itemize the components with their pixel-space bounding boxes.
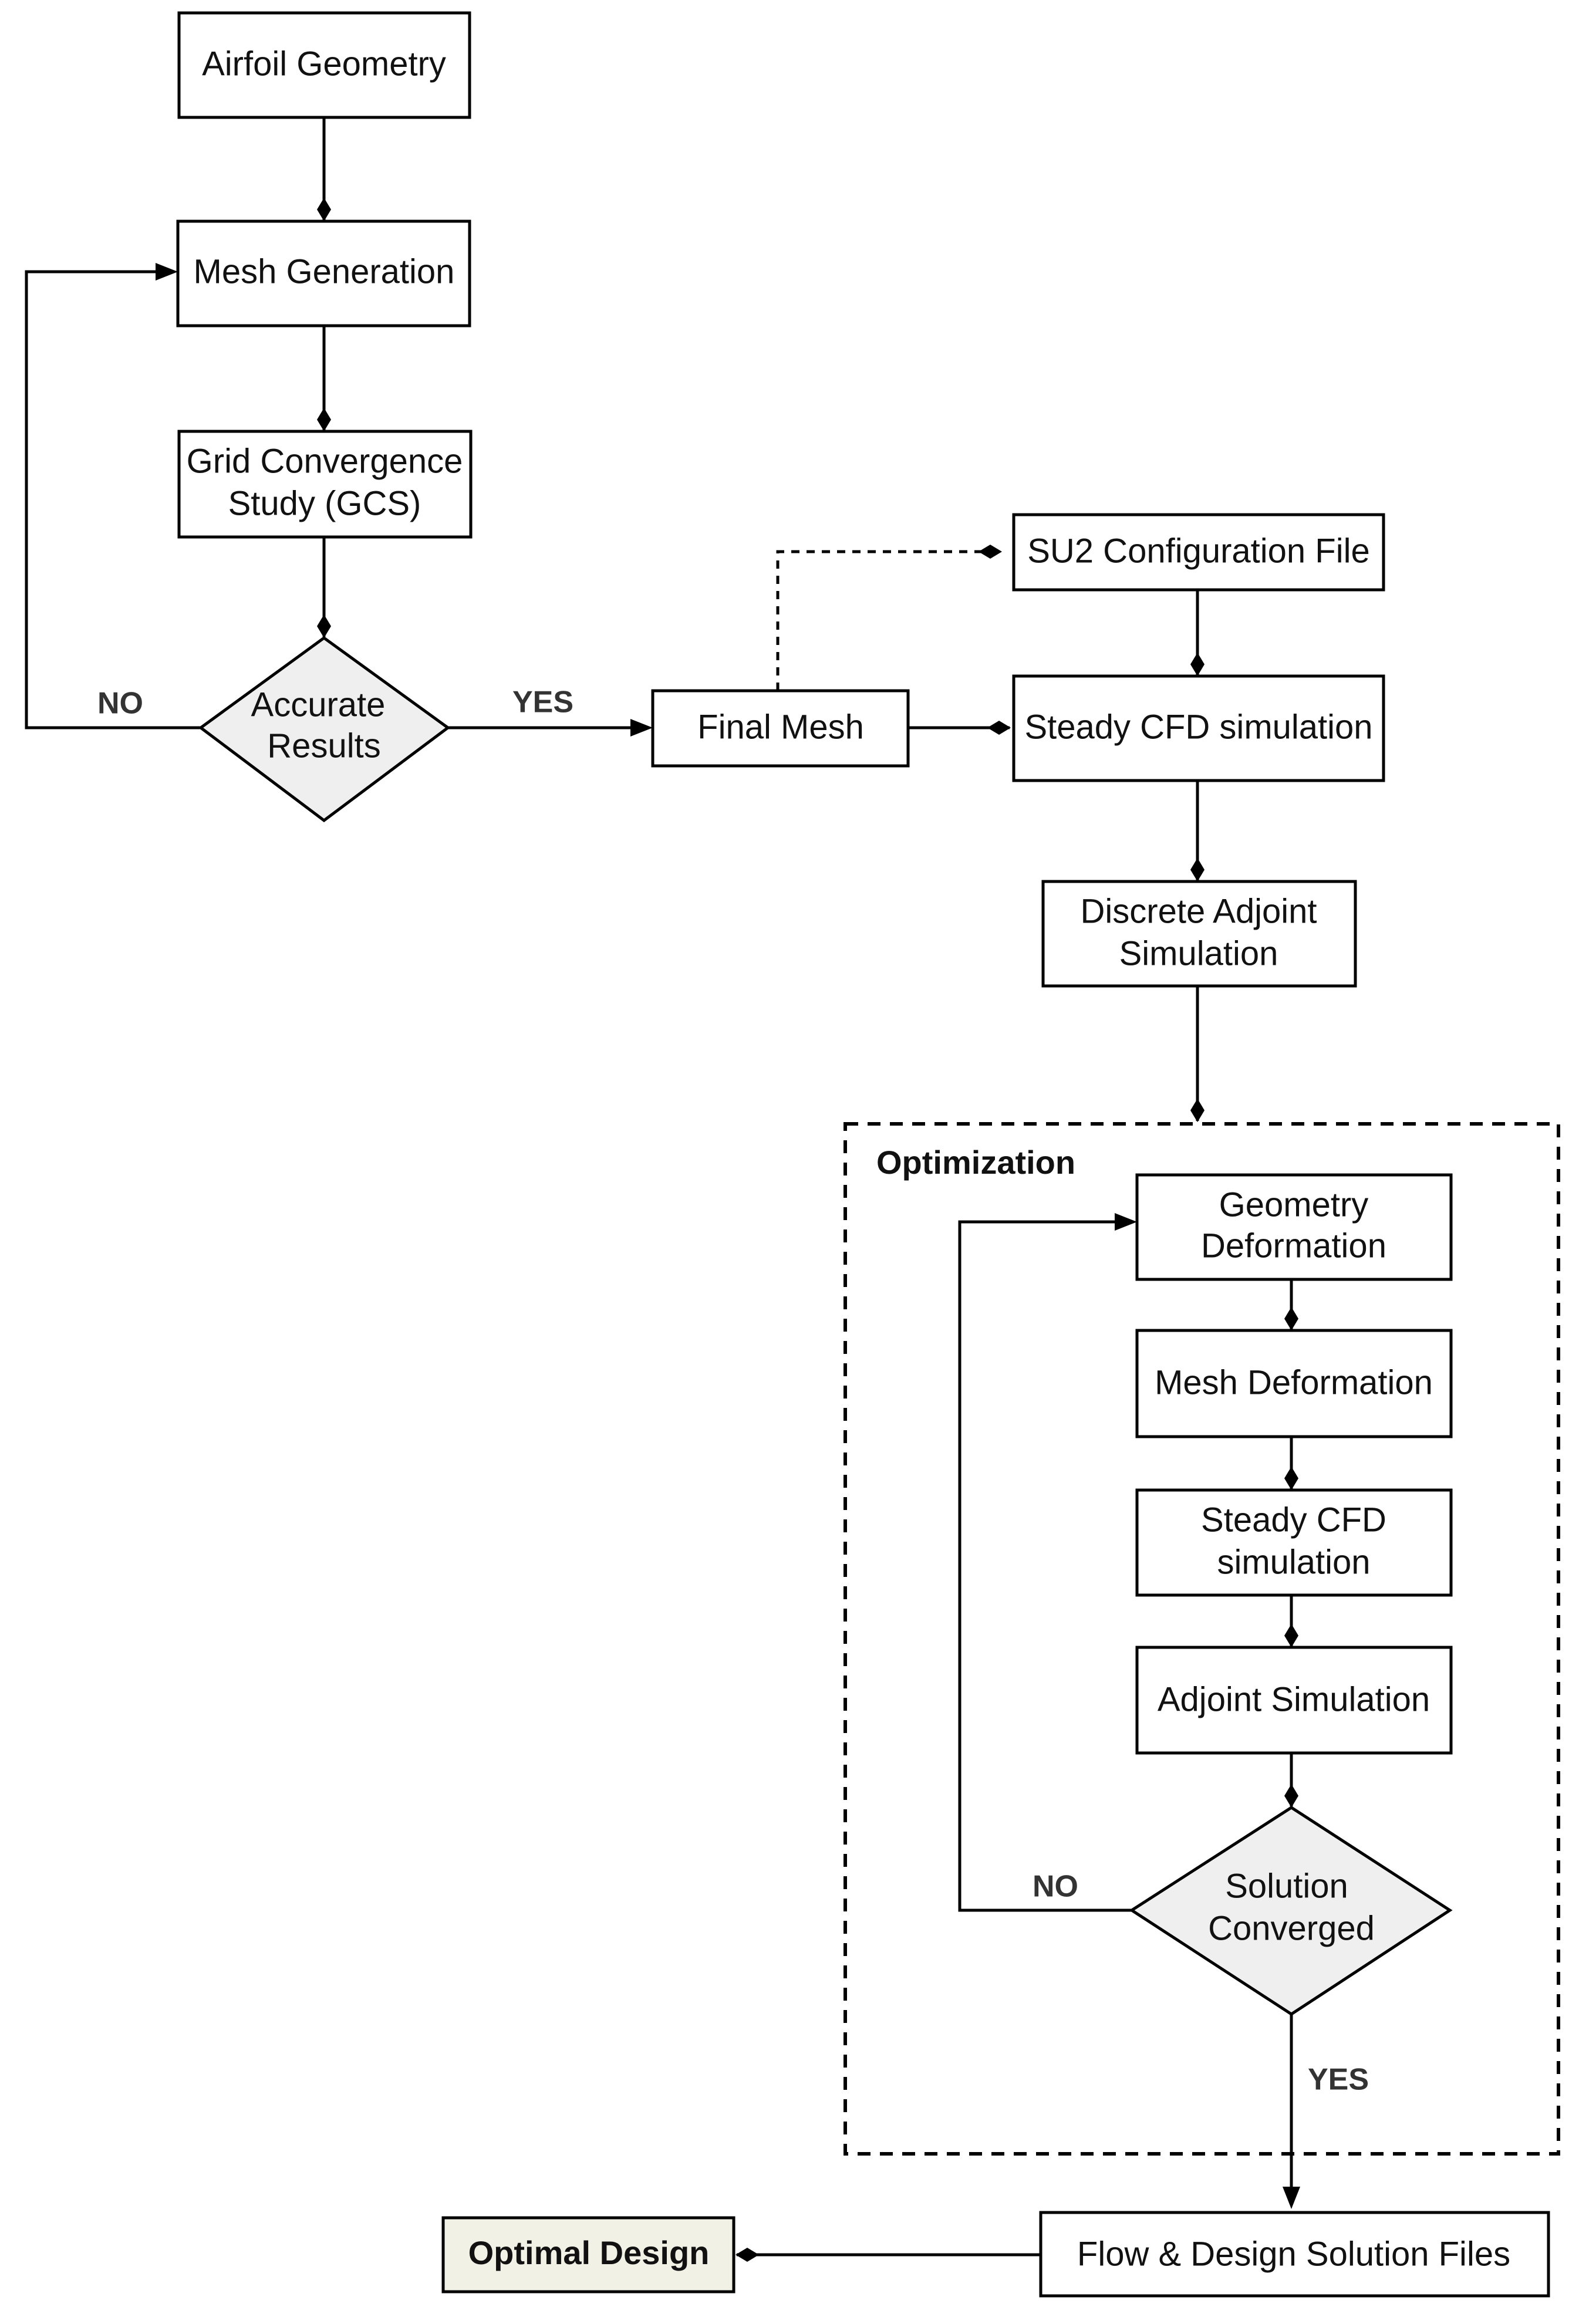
diamond-arrowhead [987, 721, 1011, 735]
node-label: Final Mesh [697, 708, 864, 746]
node-flow-design-solution-files: Flow & Design Solution Files [1039, 2211, 1550, 2298]
decision-label-line-1: Accurate [251, 685, 386, 724]
decision-label-line-2: Results [267, 727, 380, 765]
node-label-line-2: Deformation [1201, 1227, 1386, 1265]
node-label: SU2 Configuration File [1027, 532, 1370, 570]
node-label-line-2: simulation [1217, 1543, 1370, 1581]
arrowhead [156, 263, 178, 281]
edge-label-no: NO [1033, 1870, 1078, 1904]
diamond-arrowhead [979, 545, 1002, 559]
node-mesh-deformation: Mesh Deformation [1135, 1329, 1453, 1438]
diamond-arrowhead [1284, 1307, 1298, 1330]
connectors [25, 117, 1300, 2262]
node-label: Airfoil Geometry [202, 45, 446, 83]
node-label: Steady CFD simulation [1024, 708, 1372, 746]
node-label-line-2: Simulation [1119, 934, 1278, 972]
optimization-group [844, 1122, 1560, 2156]
node-steady-cfd-simulation: Steady CFD simulation [1012, 674, 1385, 782]
node-label-line-2: Study (GCS) [228, 484, 421, 522]
node-label: Adjoint Simulation [1158, 1680, 1430, 1718]
edge-no-loop-geometry [958, 1220, 1132, 1912]
node-label: Mesh Generation [194, 252, 455, 290]
edge-final-mesh-to-config [776, 550, 1000, 691]
node-label: Mesh Deformation [1155, 1363, 1433, 1401]
decision-label-line-1: Solution [1225, 1867, 1348, 1905]
node-airfoil-geometry: Airfoil Geometry [177, 11, 471, 119]
diamond-arrowhead [1284, 1467, 1298, 1490]
node-label: Optimal Design [468, 2234, 710, 2271]
node-su2-configuration-file: SU2 Configuration File [1012, 513, 1385, 592]
diamond-arrowhead [1190, 858, 1205, 881]
edge-label-yes: YES [512, 685, 573, 720]
node-geometry-deformation: Geometry Deformation [1135, 1173, 1453, 1281]
edge-label-yes: YES [1308, 2063, 1369, 2097]
node-discrete-adjoint-simulation: Discrete Adjoint Simulation [1041, 880, 1357, 988]
node-label: Flow & Design Solution Files [1077, 2235, 1510, 2273]
edge-label-no: NO [97, 687, 143, 721]
decision-label-line-2: Converged [1208, 1909, 1375, 1947]
edge-no-loop-mesh [25, 270, 201, 729]
arrowhead [630, 719, 653, 737]
diamond-arrowhead [317, 198, 331, 221]
arrowhead [1115, 1213, 1137, 1231]
node-final-mesh: Final Mesh [651, 689, 910, 768]
node-grid-convergence-study: Grid Convergence Study (GCS) [177, 430, 473, 539]
node-steady-cfd-inner: Steady CFD simulation [1135, 1488, 1453, 1597]
node-label-line-1: Geometry [1219, 1185, 1369, 1224]
diamond-arrowhead [317, 408, 331, 431]
decision-accurate-results: Accurate Results [198, 636, 451, 823]
node-mesh-generation: Mesh Generation [176, 219, 471, 327]
optimization-group-label: Optimization [876, 1144, 1075, 1181]
diamond-arrowhead [317, 614, 331, 638]
node-optimal-design: Optimal Design [441, 2216, 735, 2293]
diamond-arrowhead [1284, 1624, 1298, 1647]
diamond-arrowhead [1284, 1784, 1298, 1808]
decision-solution-converged: Solution Converged [1129, 1806, 1453, 2016]
node-label-line-1: Grid Convergence [187, 442, 463, 480]
node-label-line-1: Steady CFD [1201, 1501, 1386, 1539]
diamond-arrowhead [1190, 1099, 1205, 1122]
arrowhead [1283, 2187, 1300, 2209]
node-adjoint-simulation: Adjoint Simulation [1135, 1646, 1453, 1755]
diamond-arrowhead [1190, 653, 1205, 676]
node-label-line-1: Discrete Adjoint [1081, 892, 1317, 930]
diamond-arrowhead [735, 2248, 759, 2262]
